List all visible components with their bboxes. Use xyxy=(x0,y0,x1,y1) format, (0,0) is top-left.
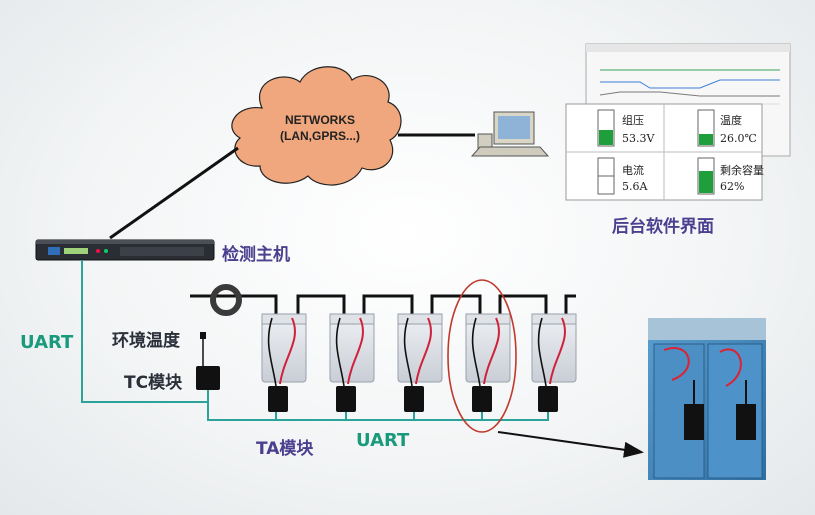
env-temp-label: 环境温度 xyxy=(112,331,180,351)
panel-current-label: 电流 xyxy=(622,163,644,177)
ta-module xyxy=(268,386,288,412)
panel-temp-label: 温度 xyxy=(720,113,742,127)
ta-module-group xyxy=(268,386,558,412)
host-to-cloud-line xyxy=(109,146,239,240)
battery-busbar xyxy=(190,294,576,314)
cloud-line-2: (LAN,GPRS...) xyxy=(280,129,360,143)
battery-photo xyxy=(648,318,766,480)
software-screenshot: 组压 53.3V 温度 26.0℃ 电流 5.6A 剩余容量 62% xyxy=(565,43,791,201)
ta-module xyxy=(538,386,558,412)
panel-voltage-label: 组压 xyxy=(622,113,644,127)
battery-cell xyxy=(261,313,307,387)
uart-bus xyxy=(81,260,549,421)
network-cloud xyxy=(231,66,402,186)
ta-module xyxy=(336,386,356,412)
battery-string xyxy=(261,313,577,387)
computer-icon xyxy=(470,111,550,157)
software-panels: 组压 53.3V 温度 26.0℃ 电流 5.6A 剩余容量 62% xyxy=(565,103,764,201)
uart-bottom-label: UART xyxy=(356,430,410,451)
battery-cell xyxy=(531,313,577,387)
battery-cell xyxy=(465,313,511,387)
highlight-ring xyxy=(447,279,517,433)
ta-module xyxy=(472,386,492,412)
panel-capacity-value: 62% xyxy=(720,180,744,193)
current-sensor-icon xyxy=(210,284,242,316)
cloud-line-1: NETWORKS xyxy=(285,113,355,127)
panel-capacity-label: 剩余容量 xyxy=(720,163,764,177)
cloud-label: NETWORKS (LAN,GPRS...) xyxy=(258,112,382,144)
tc-module-label: TC模块 xyxy=(124,373,183,393)
uart-left-label: UART xyxy=(20,332,74,353)
panel-current-value: 5.6A xyxy=(622,180,648,193)
tc-module xyxy=(196,332,220,390)
detail-arrow xyxy=(497,431,644,458)
ta-module xyxy=(404,386,424,412)
backend-ui-label: 后台软件界面 xyxy=(612,217,714,237)
panel-voltage-value: 53.3V xyxy=(622,132,655,145)
panel-temp-value: 26.0℃ xyxy=(720,132,757,145)
battery-cell xyxy=(329,313,375,387)
host-label: 检测主机 xyxy=(222,245,290,265)
monitor-host-unit xyxy=(35,239,215,261)
ta-module-label: TA模块 xyxy=(256,439,314,459)
battery-cell xyxy=(397,313,443,387)
